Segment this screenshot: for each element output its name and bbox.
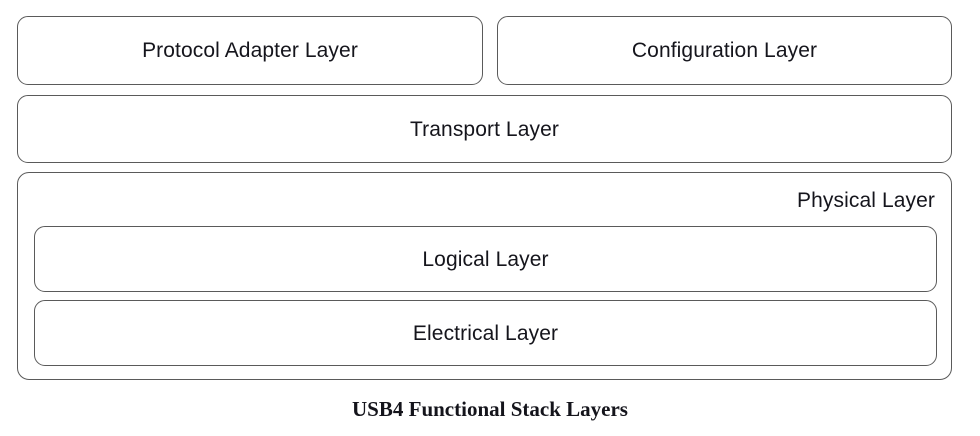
- layer-label-transport: Transport Layer: [410, 117, 559, 141]
- physical-label-row: Physical Layer: [18, 183, 935, 217]
- layer-label-electrical: Electrical Layer: [412, 321, 559, 345]
- layer-box-physical: Physical Layer Logical Layer Electrical …: [17, 172, 952, 380]
- layer-box-protocol-adapter: Protocol Adapter Layer: [17, 16, 483, 85]
- layer-label-physical: Physical Layer: [797, 188, 935, 212]
- layer-box-logical: Logical Layer: [34, 226, 937, 292]
- layer-label-configuration: Configuration Layer: [631, 39, 818, 62]
- layer-box-configuration: Configuration Layer: [497, 16, 952, 85]
- layer-box-transport: Transport Layer: [17, 95, 952, 163]
- layer-label-logical: Logical Layer: [422, 247, 549, 271]
- layer-box-electrical: Electrical Layer: [34, 300, 937, 366]
- layer-label-protocol-adapter: Protocol Adapter Layer: [142, 39, 358, 62]
- diagram-caption: USB4 Functional Stack Layers: [352, 397, 628, 421]
